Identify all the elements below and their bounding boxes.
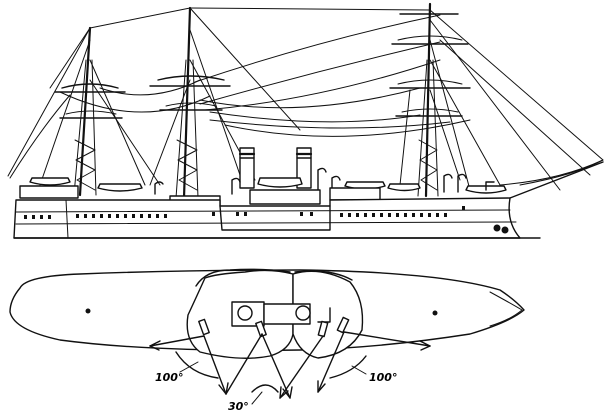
main-mast [149, 6, 231, 200]
midship-sponsons [186, 268, 364, 359]
mast-positions [85, 308, 438, 316]
ventilators [154, 167, 495, 195]
deck-outline [9, 269, 525, 351]
portholes [24, 206, 465, 219]
side-elevation [7, 2, 604, 239]
label-right-sector: 100° [369, 371, 397, 384]
funnel-fore [238, 147, 256, 189]
hull-side [13, 161, 604, 239]
fore-mast [54, 26, 126, 197]
label-left-sector: 100° [155, 371, 183, 384]
deck-edge [489, 291, 523, 327]
plan-view: 100° 30° 100° [9, 268, 525, 413]
firing-arcs [149, 331, 431, 405]
arc-labels: 100° 30° 100° [155, 371, 397, 413]
label-bow-sector: 30° [228, 400, 249, 413]
mizzen-mast [389, 2, 471, 198]
